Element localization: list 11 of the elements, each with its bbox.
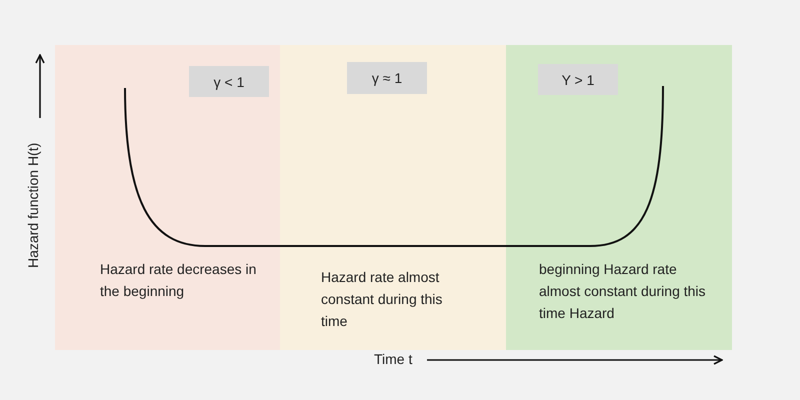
region-band bbox=[55, 45, 280, 350]
region-description: Hazard rate almost constant during this time bbox=[321, 268, 444, 331]
parameter-label: γ < 1 bbox=[189, 66, 269, 97]
y-axis-label: Hazard function H(t) bbox=[25, 142, 41, 268]
parameter-label: γ ≈ 1 bbox=[347, 62, 427, 94]
region-description: beginning Hazard rate almost constant during this time Hazard bbox=[539, 260, 707, 323]
x-axis-label: Time t bbox=[374, 351, 412, 367]
parameter-label: Y > 1 bbox=[538, 64, 618, 95]
region-band bbox=[280, 45, 506, 350]
region-band bbox=[506, 45, 732, 350]
region-description: Hazard rate decreases in the beginning bbox=[100, 260, 258, 301]
